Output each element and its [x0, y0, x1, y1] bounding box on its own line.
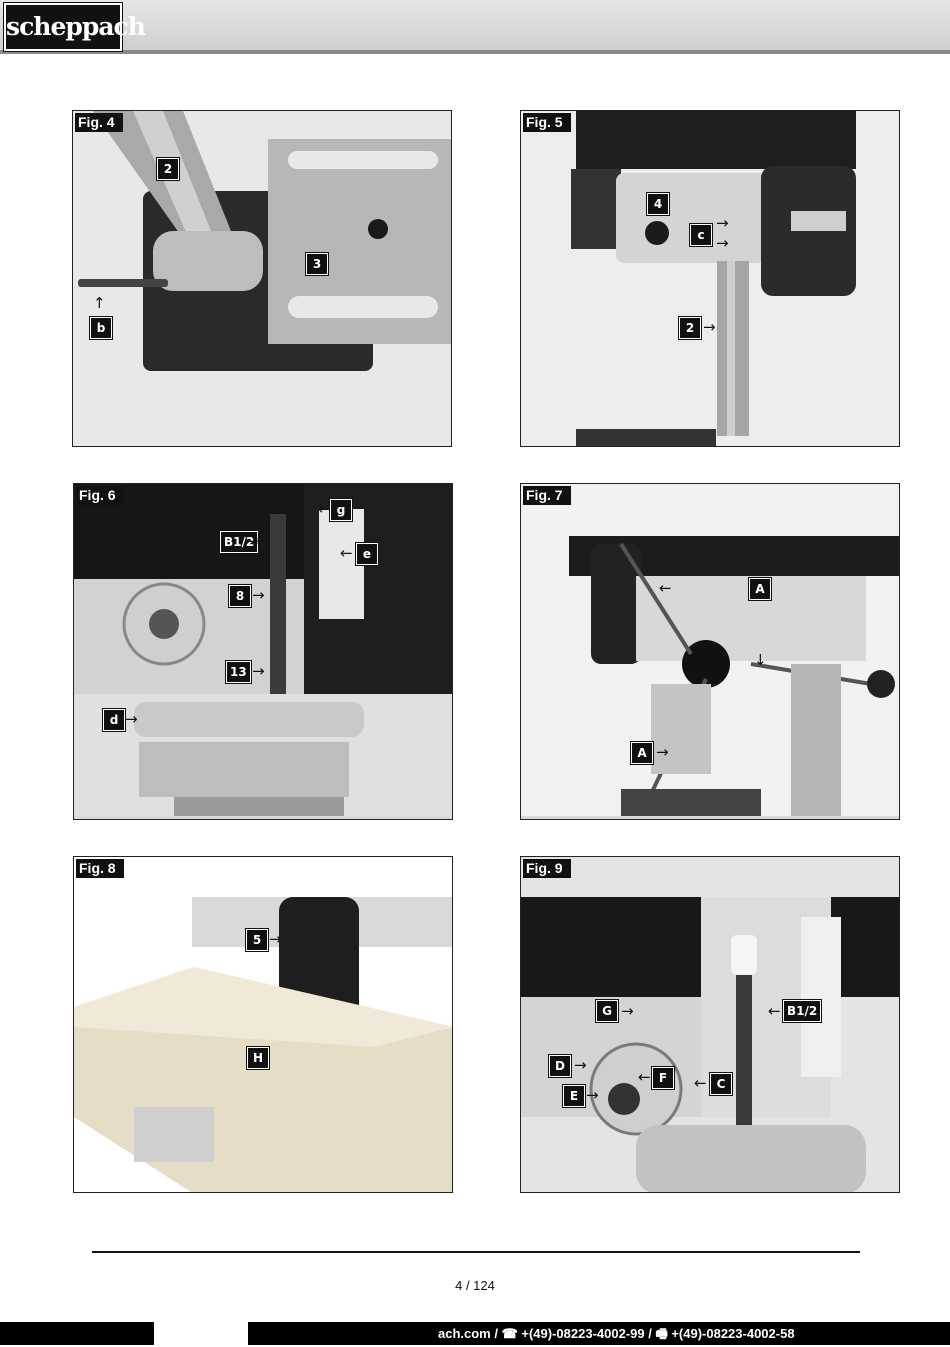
arrow-right-icon: → [249, 532, 262, 550]
figure-title: Fig. 5 [523, 113, 571, 132]
callout-label: g [330, 499, 352, 521]
figure-5-photo [521, 111, 899, 446]
arrow-right-icon: → [586, 1086, 599, 1104]
callout-label: B1/2 [220, 531, 259, 553]
page-header: scheppach [0, 0, 950, 54]
callout-label: G [596, 1000, 618, 1022]
arrow-left-icon: ← [659, 579, 672, 597]
arrow-right-icon: → [125, 710, 138, 728]
callout-label: F [652, 1067, 674, 1089]
arrow-left-icon: ← [318, 500, 331, 518]
callout-label: 13 [226, 661, 251, 683]
arrow-right-icon: → [252, 586, 265, 604]
callout-label: 5 [246, 929, 268, 951]
figure-7-photo [521, 484, 899, 816]
arrow-right-icon: → [269, 930, 282, 948]
figure-9: Fig. 9 G → ← B1/2 D → ← F ← C E → [520, 856, 900, 1193]
callout-label: e [356, 543, 378, 565]
arrow-right-icon: → [716, 234, 729, 252]
callout-label: 4 [647, 193, 669, 215]
arrow-right-icon: → [574, 1056, 587, 1074]
scheppach-logo: scheppach [4, 3, 146, 51]
callout-label: A [749, 578, 771, 600]
callout-label: 8 [229, 585, 251, 607]
figure-6-photo [74, 484, 452, 816]
callout-label: 3 [306, 253, 328, 275]
figure-4-photo [73, 111, 451, 446]
figure-7: Fig. 7 A ← ↓ A → [520, 483, 900, 820]
page-number: 4 / 124 [455, 1278, 495, 1293]
arrow-right-icon: → [621, 1002, 634, 1020]
arrow-left-icon: ← [638, 1068, 651, 1086]
figure-8: Fig. 8 5 → H [73, 856, 453, 1193]
footer-divider [92, 1251, 860, 1253]
callout-label: H [247, 1047, 269, 1069]
callout-label: C [710, 1073, 732, 1095]
contact-bar-gap [154, 1322, 248, 1345]
figure-title: Fig. 7 [523, 486, 571, 505]
arrow-left-icon: ← [694, 1074, 707, 1092]
callout-label: c [690, 224, 712, 246]
callout-label: 2 [157, 158, 179, 180]
arrow-left-icon: ← [340, 544, 353, 562]
figure-4: Fig. 4 2 3 ↑ b [72, 110, 452, 447]
arrow-right-icon: → [703, 318, 716, 336]
callout-label: B1/2 [783, 1000, 822, 1022]
figure-6: Fig. 6 ← g B1/2 → ← e 8 → 13 → d → [73, 483, 453, 820]
callout-label: b [90, 317, 112, 339]
arrow-right-icon: → [716, 214, 729, 232]
figure-title: Fig. 9 [523, 859, 571, 878]
callout-label: D [549, 1055, 571, 1077]
callout-label: 2 [679, 317, 701, 339]
arrow-right-icon: → [656, 743, 669, 761]
figure-8-photo [74, 857, 452, 1192]
callout-label: d [103, 709, 125, 731]
callout-label: A [631, 742, 653, 764]
figure-5: Fig. 5 4 c → → 2 → [520, 110, 900, 447]
figure-title: Fig. 6 [76, 486, 124, 505]
figure-9-photo [521, 857, 899, 1192]
figure-title: Fig. 4 [75, 113, 123, 132]
figure-title: Fig. 8 [76, 859, 124, 878]
contact-info: ach.com / ☎ +(49)-08223-4002-99 / 🖷 +(49… [438, 1326, 795, 1341]
arrow-left-icon: ← [768, 1002, 781, 1020]
arrow-up-icon: ↑ [93, 294, 106, 312]
arrow-down-icon: ↓ [754, 651, 767, 669]
arrow-right-icon: → [252, 662, 265, 680]
callout-label: E [563, 1085, 585, 1107]
